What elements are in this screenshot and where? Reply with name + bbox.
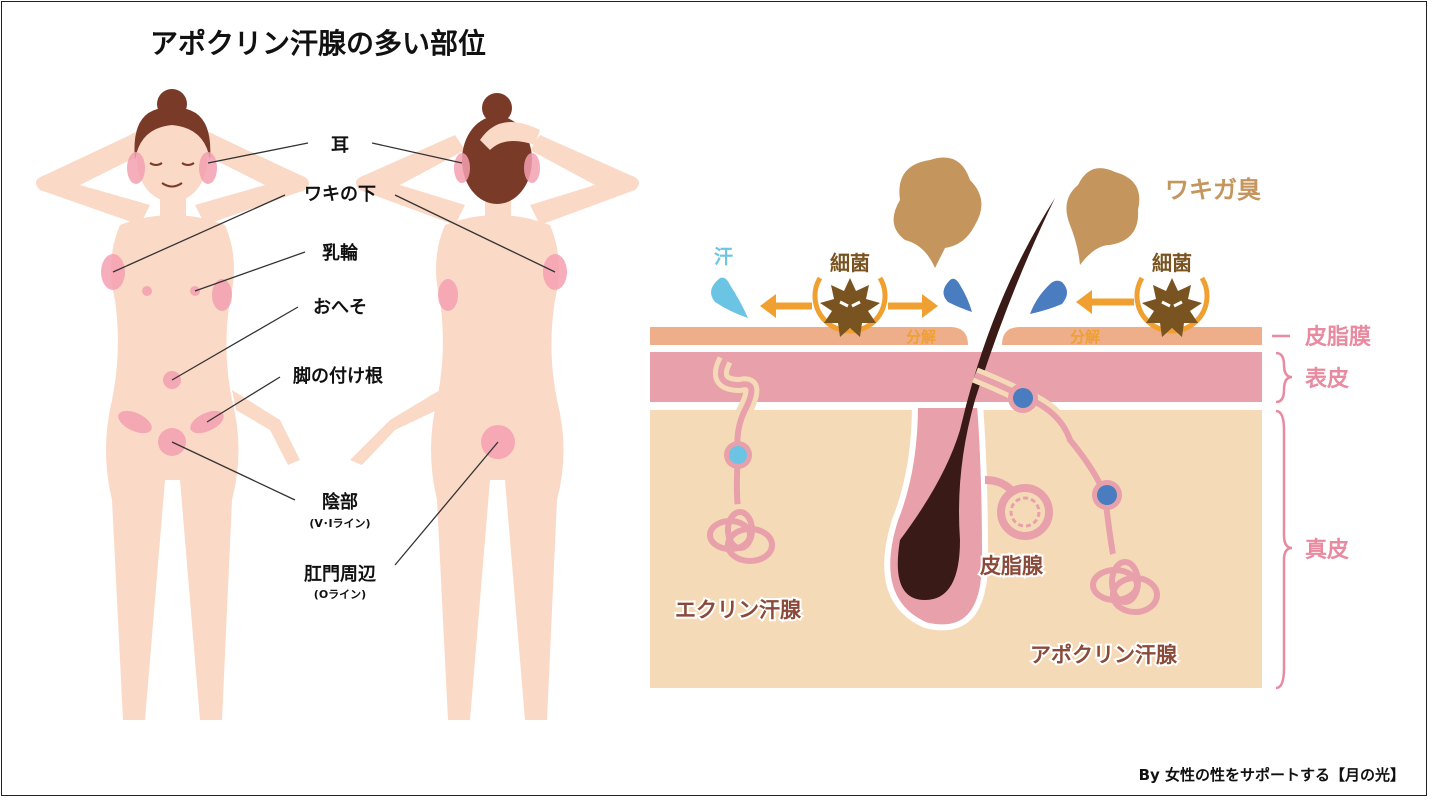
label-navel: おへそ (313, 297, 367, 318)
apocrine-coil (1087, 552, 1163, 628)
label-anus-sub: (Oライン) (314, 588, 366, 601)
sebaceous-gland (997, 484, 1053, 540)
front-arm-right (195, 132, 309, 225)
front-arm-left (36, 132, 150, 225)
bacteria-right: 細菌 分解 (1070, 251, 1210, 346)
hair (897, 198, 1055, 600)
layer-dermis-label: 真皮 (1305, 537, 1349, 563)
label-genital-sub: (V･Iライン) (309, 517, 370, 530)
odor-cloud-left (893, 157, 982, 268)
front-torso (106, 215, 239, 720)
sweat-label: 汗 (714, 246, 733, 268)
layer-sebum-label: 皮脂膜 (1305, 324, 1371, 350)
label-anus: 肛門周辺 (304, 564, 376, 585)
sebum-layer (650, 327, 1262, 345)
sweat-drop-dark-right (1030, 280, 1067, 314)
front-hair (134, 107, 211, 160)
odor-cloud-right (1066, 168, 1140, 265)
page-title: アポクリン汗腺の多い部位 (150, 27, 486, 60)
leader-lines (112, 142, 556, 566)
credit: By 女性の性をサポートする【月の光】 (1139, 766, 1405, 784)
sweat-drop-light (711, 277, 748, 318)
label-nipple: 乳輪 (322, 242, 359, 264)
front-head (137, 118, 207, 202)
eccrine-coil (704, 504, 776, 576)
front-figure (36, 118, 309, 720)
apocrine-label: アポクリン汗腺 (1030, 643, 1178, 667)
eccrine-label: エクリン汗腺 (675, 598, 802, 622)
front-spots (101, 152, 232, 456)
odor-label: ワキガ臭 (1165, 176, 1261, 204)
bacteria-label-right: 細菌 (1152, 251, 1192, 275)
layer-epidermis-label: 表皮 (1305, 366, 1349, 392)
label-ear: 耳 (331, 135, 349, 156)
body-labels: 耳 ワキの下 乳輪 おへそ 脚の付け根 陰部 (V･Iライン) 肛門周辺 (Oラ… (293, 135, 383, 601)
label-armpit: ワキの下 (304, 184, 376, 205)
sweat-drop-dark-left (943, 278, 972, 312)
bacteria-left: 細菌 分解 (760, 251, 938, 346)
skin-diagram: ワキガ臭 汗 細菌 分解 細菌 分解 エクリン汗腺 皮脂腺 (650, 157, 1371, 690)
layer-braces (1272, 334, 1293, 690)
sebaceous-label: 皮脂腺 (980, 554, 1044, 578)
decompose-label-right: 分解 (1070, 328, 1100, 346)
label-genital: 陰部 (322, 491, 358, 513)
bacteria-label-left: 細菌 (830, 251, 870, 275)
back-hand (480, 122, 540, 150)
label-groin: 脚の付け根 (293, 365, 383, 387)
decompose-label-left: 分解 (906, 328, 936, 346)
